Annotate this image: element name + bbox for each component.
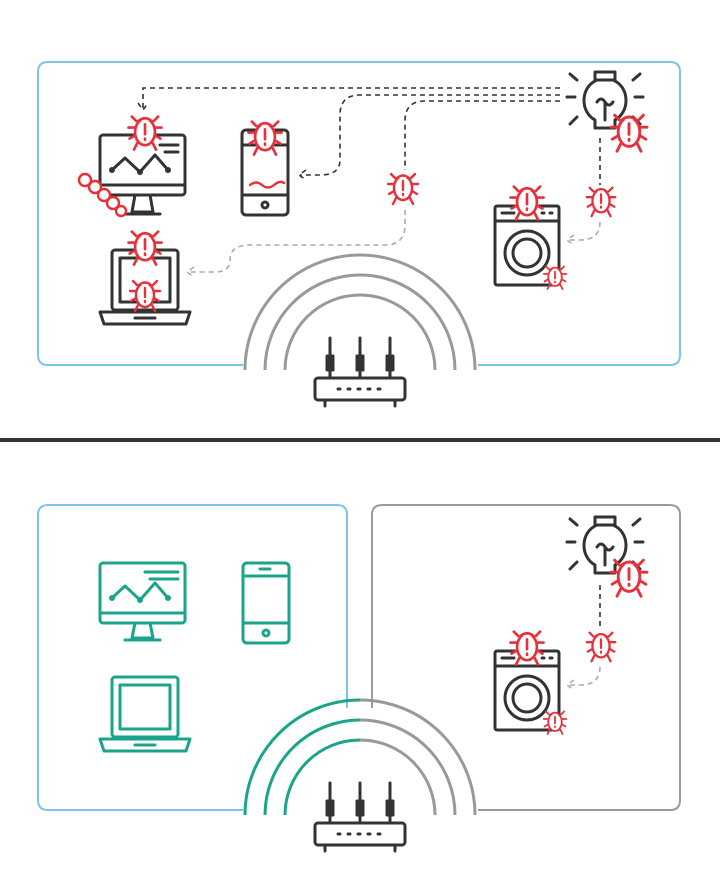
bug-icon — [386, 172, 420, 206]
dashed-infection-paths — [565, 585, 601, 691]
router-icon — [313, 336, 407, 408]
monitor-icon — [98, 133, 187, 216]
laptop-icon — [98, 675, 192, 753]
router-icon — [313, 781, 407, 853]
bug-icon — [585, 186, 617, 218]
divider — [0, 438, 720, 442]
bug-icon — [127, 115, 163, 151]
caterpillar-icon — [77, 172, 128, 218]
iot-network-boundary — [371, 504, 681, 811]
bug-icon — [128, 279, 162, 313]
worm-icon — [248, 180, 286, 189]
bug-icon — [585, 631, 617, 663]
dashed-infection-paths — [137, 87, 601, 278]
phone-icon — [241, 561, 291, 645]
wifi-signal-arcs-iot — [359, 698, 477, 816]
bottom-scene-segmented-network — [37, 504, 681, 853]
network-boundary — [37, 61, 681, 366]
trusted-network-boundary — [37, 504, 348, 811]
monitor-icon — [98, 561, 187, 642]
bug-icon — [127, 230, 163, 266]
wifi-signal-arcs-trusted — [243, 698, 361, 816]
bug-icon — [509, 630, 545, 666]
bug-icon — [509, 185, 545, 221]
wifi-signal-arcs — [243, 253, 477, 371]
top-scene-flat-network — [37, 61, 681, 408]
bug-icon — [247, 120, 283, 156]
